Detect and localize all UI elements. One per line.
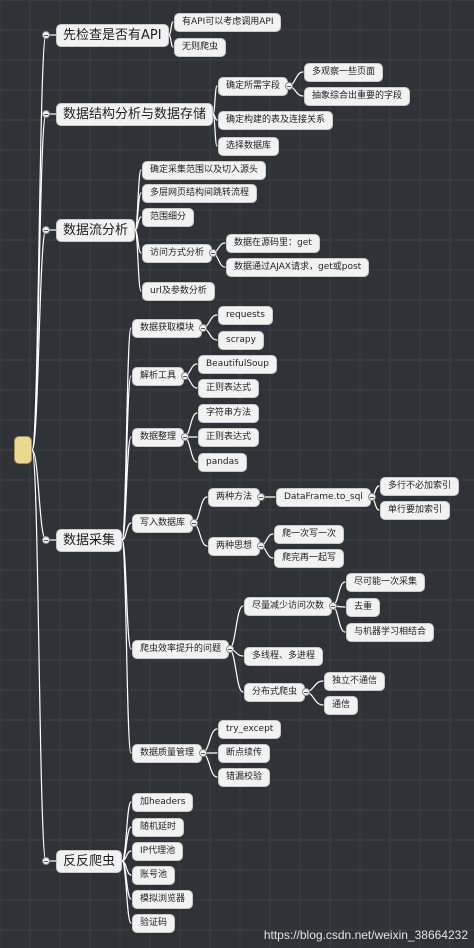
topic-node-4-0[interactable]: 加headers <box>132 792 194 812</box>
topic-node-2-4[interactable]: url及参数分析 <box>142 281 215 301</box>
topic-node-2-0[interactable]: 确定采集范围以及切入源头 <box>142 160 267 180</box>
topic-node-4-5[interactable]: 验证码 <box>132 913 176 933</box>
topic-node-3-3-1-0[interactable]: 爬一次写一次 <box>274 524 345 544</box>
topic-node-3-2[interactable]: 数据整理 <box>132 427 185 447</box>
topic-node-2-3-0[interactable]: 数据在源码里：get <box>226 233 320 253</box>
topic-node-2-2[interactable]: 范围细分 <box>142 207 195 227</box>
topic-node-3-3-0[interactable]: 两种方法 <box>208 487 261 507</box>
collapse-toggle-3-4[interactable] <box>226 645 234 653</box>
root-node[interactable] <box>14 436 32 464</box>
topic-node-3-2-0[interactable]: 字符串方法 <box>198 403 260 423</box>
collapse-toggle-1[interactable] <box>42 110 50 118</box>
topic-node-4-1[interactable]: 随机延时 <box>132 817 185 837</box>
topic-node-1-0[interactable]: 确定所需字段 <box>218 76 289 96</box>
topic-node-3-1-1[interactable]: 正则表达式 <box>198 378 260 398</box>
topic-node-3-0[interactable]: 数据获取模块 <box>132 318 203 338</box>
topic-node-3-4-2-1[interactable]: 通信 <box>324 695 359 715</box>
topic-node-3-2-1[interactable]: 正则表达式 <box>198 427 260 447</box>
collapse-toggle-3-3-1[interactable] <box>257 542 265 550</box>
topic-node-4-2[interactable]: IP代理池 <box>132 841 184 861</box>
topic-node-3-5-2[interactable]: 错漏校验 <box>218 767 271 787</box>
topic-node-3-4-0[interactable]: 尽量减少访问次数 <box>244 596 333 616</box>
branch-node-1[interactable]: 数据结构分析与数据存储 <box>56 102 214 126</box>
topic-node-3-4-2[interactable]: 分布式爬虫 <box>244 682 306 702</box>
collapse-toggle-3-4-0[interactable] <box>329 602 337 610</box>
topic-node-1-2[interactable]: 选择数据库 <box>218 136 280 156</box>
collapse-toggle-3-3-0-0[interactable] <box>368 493 376 501</box>
collapse-toggle-1-0[interactable] <box>285 82 293 90</box>
topic-node-3-2-2[interactable]: pandas <box>198 452 247 472</box>
topic-node-2-3-1[interactable]: 数据通过AJAX请求，get或post <box>226 257 370 277</box>
topic-node-3-0-1[interactable]: scrapy <box>218 330 264 350</box>
topic-node-1-0-1[interactable]: 抽象综合出重要的字段 <box>304 86 411 106</box>
collapse-toggle-3[interactable] <box>42 536 50 544</box>
topic-node-1-0-0[interactable]: 多观察一些页面 <box>304 62 384 82</box>
collapse-toggle-4[interactable] <box>42 857 50 865</box>
topic-node-3-5-0[interactable]: try_except <box>218 719 282 739</box>
topic-node-0-0[interactable]: 有API可以考虑调用API <box>174 12 282 32</box>
watermark-text: https://blog.csdn.net/weixin_38664232 <box>263 928 468 942</box>
topic-node-3-1-0[interactable]: BeautifulSoup <box>198 354 277 374</box>
topic-node-3-5-1[interactable]: 断点续传 <box>218 743 271 763</box>
topic-node-4-4[interactable]: 模拟浏览器 <box>132 889 194 909</box>
collapse-toggle-3-2[interactable] <box>181 433 189 441</box>
topic-node-3-3[interactable]: 写入数据库 <box>132 513 194 533</box>
collapse-toggle-0[interactable] <box>42 31 50 39</box>
topic-node-3-3-1-1[interactable]: 爬完再一起写 <box>274 548 345 568</box>
topic-node-3-3-0-0-1[interactable]: 单行要加索引 <box>380 500 451 520</box>
topic-node-3-5[interactable]: 数据质量管理 <box>132 743 203 763</box>
collapse-toggle-2-3[interactable] <box>209 249 217 257</box>
topic-node-3-3-1[interactable]: 两种思想 <box>208 536 261 556</box>
collapse-toggle-3-0[interactable] <box>199 324 207 332</box>
topic-node-3-1[interactable]: 解析工具 <box>132 366 185 386</box>
collapse-toggle-3-3-0[interactable] <box>257 493 265 501</box>
branch-node-2[interactable]: 数据流分析 <box>56 218 136 242</box>
topic-node-2-1[interactable]: 多层网页结构间跳转流程 <box>142 183 258 203</box>
topic-node-3-4-1[interactable]: 多线程、多进程 <box>244 646 324 666</box>
collapse-toggle-3-3[interactable] <box>190 519 198 527</box>
topic-node-1-1[interactable]: 确定构建的表及连接关系 <box>218 110 334 130</box>
collapse-toggle-3-1[interactable] <box>181 372 189 380</box>
topic-node-3-4-0-0[interactable]: 尽可能一次采集 <box>346 572 426 592</box>
collapse-toggle-3-4-2[interactable] <box>302 688 310 696</box>
topic-node-3-3-0-0-0[interactable]: 多行不必加索引 <box>380 476 460 496</box>
topic-node-4-3[interactable]: 账号池 <box>132 865 176 885</box>
branch-node-0[interactable]: 先检查是否有API <box>56 23 169 47</box>
branch-node-3[interactable]: 数据采集 <box>56 528 123 552</box>
topic-node-3-4-2-0[interactable]: 独立不通信 <box>324 671 386 691</box>
collapse-toggle-2[interactable] <box>42 226 50 234</box>
topic-node-3-4-0-1[interactable]: 去重 <box>346 597 381 617</box>
topic-node-3-3-0-0[interactable]: DataFrame.to_sql <box>276 487 371 507</box>
topic-node-3-4-0-2[interactable]: 与机器学习相结合 <box>346 622 435 642</box>
collapse-toggle-3-5[interactable] <box>199 749 207 757</box>
topic-node-3-4[interactable]: 爬虫效率提升的问题 <box>132 639 230 659</box>
topic-node-3-0-0[interactable]: requests <box>218 305 273 325</box>
branch-node-4[interactable]: 反反爬虫 <box>56 849 123 873</box>
topic-node-2-3[interactable]: 访问方式分析 <box>142 243 213 263</box>
topic-node-0-1[interactable]: 无则爬虫 <box>174 37 227 57</box>
